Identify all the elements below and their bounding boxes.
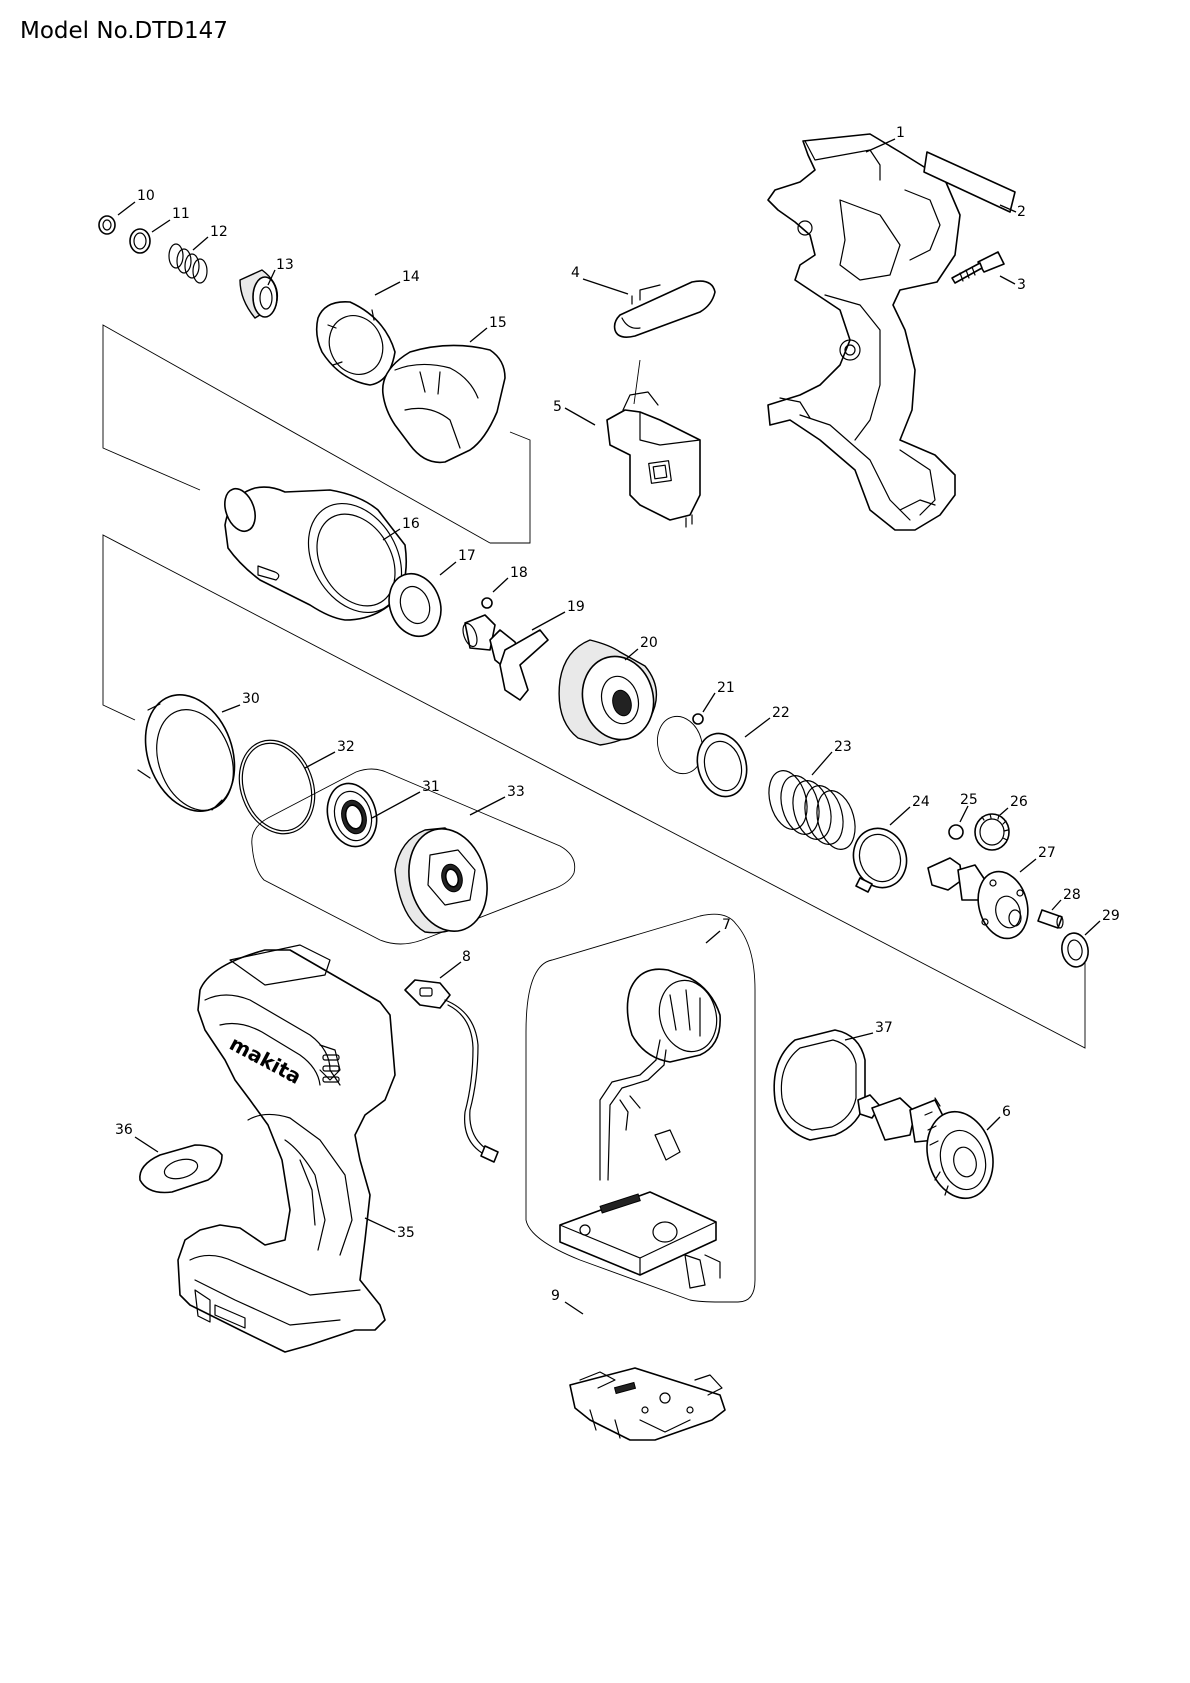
callout-2: 2 bbox=[1017, 204, 1026, 220]
group-outline-31-33 bbox=[251, 768, 576, 945]
part-26-gear bbox=[974, 813, 1010, 851]
part-13-sleeve bbox=[239, 269, 279, 319]
callout-17: 17 bbox=[458, 548, 476, 564]
callout-23: 23 bbox=[834, 739, 852, 755]
group-outline-upper bbox=[102, 324, 531, 544]
callout-25: 25 bbox=[960, 792, 978, 808]
callout-21: 21 bbox=[717, 680, 735, 696]
callout-22: 22 bbox=[772, 705, 790, 721]
part-21-steel-balls bbox=[657, 713, 704, 775]
callout-labels: 1 2 3 4 5 6 7 8 9 10 11 12 13 14 15 16 1… bbox=[115, 125, 1120, 1304]
callout-31: 31 bbox=[422, 779, 440, 795]
callout-10: 10 bbox=[137, 188, 155, 204]
part-36-badge bbox=[139, 1144, 223, 1194]
callout-37: 37 bbox=[875, 1020, 893, 1036]
part-27-spindle bbox=[927, 857, 1029, 940]
part-19-anvil bbox=[462, 614, 549, 701]
callout-35: 35 bbox=[397, 1225, 415, 1241]
part-23-compression-spring bbox=[768, 770, 856, 850]
part-6-rotor bbox=[857, 1094, 994, 1200]
callout-14: 14 bbox=[402, 269, 420, 285]
callout-9: 9 bbox=[551, 1288, 560, 1304]
callout-13: 13 bbox=[276, 257, 294, 273]
callout-15: 15 bbox=[489, 315, 507, 331]
part-1-housing bbox=[767, 133, 961, 531]
part-14-ring-cover bbox=[315, 301, 396, 386]
callout-28: 28 bbox=[1063, 887, 1081, 903]
callout-24: 24 bbox=[912, 794, 930, 810]
callout-33: 33 bbox=[507, 784, 525, 800]
part-5-switch bbox=[606, 359, 701, 528]
callout-6: 6 bbox=[1002, 1104, 1011, 1120]
callout-30: 30 bbox=[242, 691, 260, 707]
part-17-washer bbox=[388, 572, 442, 638]
callout-20: 20 bbox=[640, 635, 658, 651]
part-7-stator-controller bbox=[559, 968, 721, 1289]
callout-5: 5 bbox=[553, 399, 562, 415]
callout-12: 12 bbox=[210, 224, 228, 240]
callout-19: 19 bbox=[567, 599, 585, 615]
part-30-ring bbox=[137, 694, 236, 812]
part-3-screw bbox=[951, 251, 1005, 284]
leader-lines bbox=[117, 138, 1101, 1315]
part-29-washer bbox=[1061, 932, 1089, 968]
callout-4: 4 bbox=[571, 265, 580, 281]
part-28-pin bbox=[1037, 909, 1064, 929]
page-title: Model No.DTD147 bbox=[20, 18, 228, 44]
part-32-o-ring bbox=[238, 739, 316, 835]
group-outline-7 bbox=[525, 913, 756, 1303]
part-11-washer bbox=[129, 228, 151, 254]
callout-27: 27 bbox=[1038, 845, 1056, 861]
part-18-steel-ball bbox=[481, 597, 493, 609]
part-12-spring bbox=[168, 243, 208, 284]
callout-32: 32 bbox=[337, 739, 355, 755]
callout-16: 16 bbox=[402, 516, 420, 532]
callout-18: 18 bbox=[510, 565, 528, 581]
part-35-housing-set: makita bbox=[177, 944, 396, 1353]
part-24-ring-spring bbox=[852, 827, 908, 893]
part-25-steel-ball bbox=[948, 824, 964, 840]
callout-8: 8 bbox=[462, 949, 471, 965]
callout-3: 3 bbox=[1017, 277, 1026, 293]
part-37-insulation-washer bbox=[773, 1029, 866, 1141]
part-20-hammer bbox=[558, 639, 658, 746]
part-10-snap-ring bbox=[98, 215, 116, 235]
part-33-gear-housing bbox=[394, 827, 488, 934]
callout-1: 1 bbox=[896, 125, 905, 141]
part-9-terminal bbox=[569, 1367, 726, 1441]
part-22-flat-washer bbox=[696, 732, 748, 798]
part-15-bumper bbox=[381, 344, 506, 464]
part-31-bearing bbox=[326, 782, 378, 848]
callout-29: 29 bbox=[1102, 908, 1120, 924]
callout-36: 36 bbox=[115, 1122, 133, 1138]
part-2-label bbox=[923, 151, 1016, 213]
part-8-led-cable bbox=[404, 979, 499, 1163]
callout-11: 11 bbox=[172, 206, 190, 222]
callout-7: 7 bbox=[722, 917, 731, 933]
part-4-switch-lever bbox=[613, 280, 716, 338]
callout-26: 26 bbox=[1010, 794, 1028, 810]
